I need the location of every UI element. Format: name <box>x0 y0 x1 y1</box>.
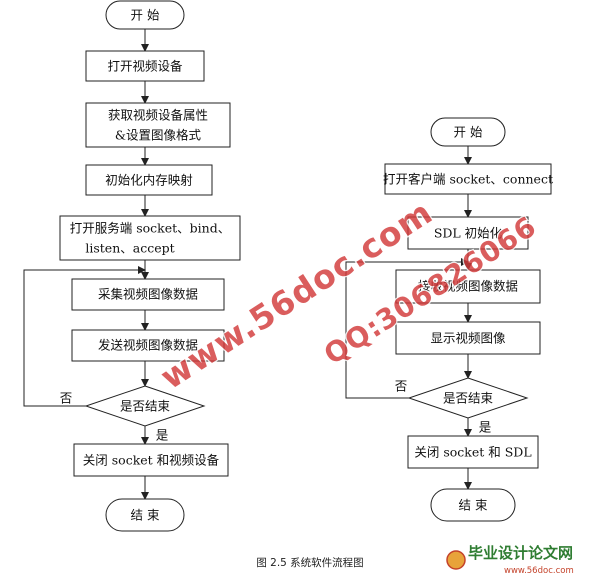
left-step3-label: 初始化内存映射 <box>105 173 193 188</box>
right-start-terminal <box>430 117 506 147</box>
left-step3-box <box>85 164 213 196</box>
right-step4-label: 显示视频图像 <box>430 331 506 346</box>
right-step4-box <box>395 321 541 355</box>
logo-mark-icon <box>446 550 466 570</box>
right-decision-label: 是否结束 <box>443 391 494 406</box>
right-decision-diamond <box>407 377 529 419</box>
left-step4-box <box>59 215 241 261</box>
left-edge-loop-back <box>23 266 146 407</box>
right-edge-loop-back <box>345 258 469 399</box>
left-step5-label: 采集视频图像数据 <box>98 287 198 302</box>
right-end-label: 结 束 <box>459 498 488 513</box>
left-step2-box <box>85 102 231 148</box>
left-end-label: 结 束 <box>131 508 160 523</box>
left-start-label: 开 始 <box>131 8 160 23</box>
right-step2-label: SDL 初始化 <box>434 226 503 241</box>
right-step1-label: 打开客户端 socket、connect <box>383 172 553 187</box>
left-step2-label-line2: &设置图像格式 <box>115 128 202 143</box>
left-step2-label-line1: 获取视频设备属性 <box>108 108 208 123</box>
right-step3-box <box>395 269 541 304</box>
figure-caption: 图 2.5 系统软件流程图 <box>256 556 363 569</box>
site-logo: 毕业设计论文网 www.56doc.com <box>446 544 574 576</box>
left-start-terminal <box>105 0 185 30</box>
left-decision-diamond <box>84 385 206 427</box>
right-yes-label: 是 <box>479 420 492 435</box>
left-step7-label: 关闭 socket 和视频设备 <box>83 453 220 468</box>
left-step5-box <box>71 278 225 311</box>
left-step1-box <box>85 50 205 82</box>
left-no-label: 否 <box>60 391 73 406</box>
right-step2-box <box>407 216 529 250</box>
left-step1-label: 打开视频设备 <box>107 59 183 74</box>
right-step3-label: 接收视频图像数据 <box>418 279 518 294</box>
right-step5-box <box>407 435 539 469</box>
right-end-terminal <box>430 488 516 522</box>
right-no-label: 否 <box>395 379 408 394</box>
left-yes-label: 是 <box>156 428 169 443</box>
logo-text: 毕业设计论文网 <box>468 544 573 562</box>
right-start-label: 开 始 <box>454 125 483 140</box>
logo-url: www.56doc.com <box>504 566 574 576</box>
left-step4-label-line2: listen、accept <box>85 241 174 256</box>
left-step4-label-line1: 打开服务端 socket、bind、 <box>70 221 230 236</box>
left-step6-label: 发送视频图像数据 <box>98 338 198 353</box>
left-step6-box <box>71 329 225 362</box>
right-step1-box <box>384 163 552 195</box>
left-decision-label: 是否结束 <box>120 399 171 414</box>
right-step5-label: 关闭 socket 和 SDL <box>414 445 531 460</box>
left-end-terminal <box>105 498 185 532</box>
left-step7-box <box>73 443 229 477</box>
